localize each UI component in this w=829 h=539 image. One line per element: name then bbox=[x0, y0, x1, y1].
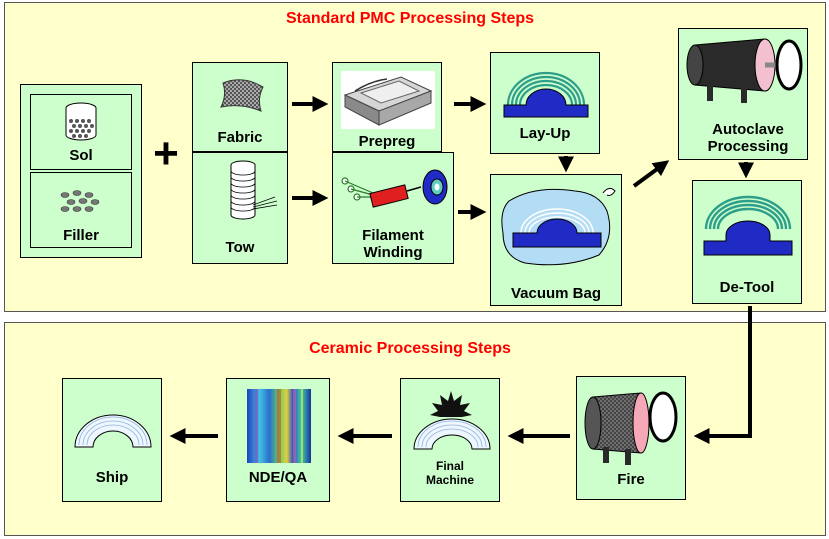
filament-winding-step: Filament Winding bbox=[332, 152, 454, 264]
vacuum-bag-step: Vacuum Bag bbox=[490, 174, 622, 306]
vacuum-bag-label: Vacuum Bag bbox=[510, 285, 602, 302]
filament-winding-icon bbox=[341, 169, 448, 208]
ship-step: Ship bbox=[62, 378, 162, 502]
lay-up-label: Lay-Up bbox=[519, 125, 571, 142]
sol-label: Sol bbox=[69, 147, 93, 164]
lay-up-icon bbox=[503, 71, 589, 118]
final-machine-step: Final Machine bbox=[400, 378, 500, 502]
pmc-section-title: Standard PMC Processing Steps bbox=[285, 10, 535, 27]
final-machine-label: Final Machine bbox=[425, 459, 474, 487]
de-tool-label: De-Tool bbox=[719, 279, 775, 296]
prepreg-step: Prepreg bbox=[332, 62, 442, 152]
fabric-label: Fabric bbox=[217, 129, 263, 146]
autoclave-label: Autoclave Processing bbox=[707, 121, 789, 155]
vacuum-bag-icon bbox=[501, 187, 616, 266]
autoclave-vessel-icon bbox=[686, 38, 803, 103]
plus-sign: + bbox=[153, 129, 179, 178]
nde-qa-label: NDE/QA bbox=[248, 469, 308, 486]
filler-step: Filler bbox=[30, 172, 132, 248]
autoclave-step: Autoclave Processing bbox=[678, 28, 808, 160]
filler-particles-icon bbox=[60, 190, 100, 212]
furnace-icon bbox=[584, 391, 678, 465]
tow-spool-icon bbox=[230, 160, 278, 220]
ceramic-section-title: Ceramic Processing Steps bbox=[309, 340, 511, 357]
fabric-weave-icon bbox=[220, 79, 264, 112]
final-machine-icon bbox=[413, 391, 491, 450]
nde-scan-image bbox=[247, 389, 311, 463]
filament-winding-label: Filament Winding bbox=[362, 227, 424, 261]
de-tool-step: De-Tool bbox=[692, 180, 802, 304]
prepreg-label: Prepreg bbox=[358, 133, 416, 150]
tow-label: Tow bbox=[225, 239, 255, 256]
fire-label: Fire bbox=[617, 471, 645, 488]
finished-part-icon bbox=[74, 414, 152, 448]
sol-step: Sol bbox=[30, 94, 132, 170]
de-tool-icon bbox=[703, 195, 793, 256]
ship-label: Ship bbox=[95, 469, 129, 486]
lay-up-step: Lay-Up bbox=[490, 52, 600, 154]
fabric-step: Fabric bbox=[192, 62, 288, 152]
fire-step: Fire bbox=[576, 376, 686, 500]
sol-container-icon bbox=[65, 102, 97, 141]
filler-label: Filler bbox=[63, 227, 99, 244]
tow-step: Tow bbox=[192, 152, 288, 264]
nde-qa-step: NDE/QA bbox=[226, 378, 330, 502]
prepreg-mold-icon bbox=[341, 71, 435, 129]
